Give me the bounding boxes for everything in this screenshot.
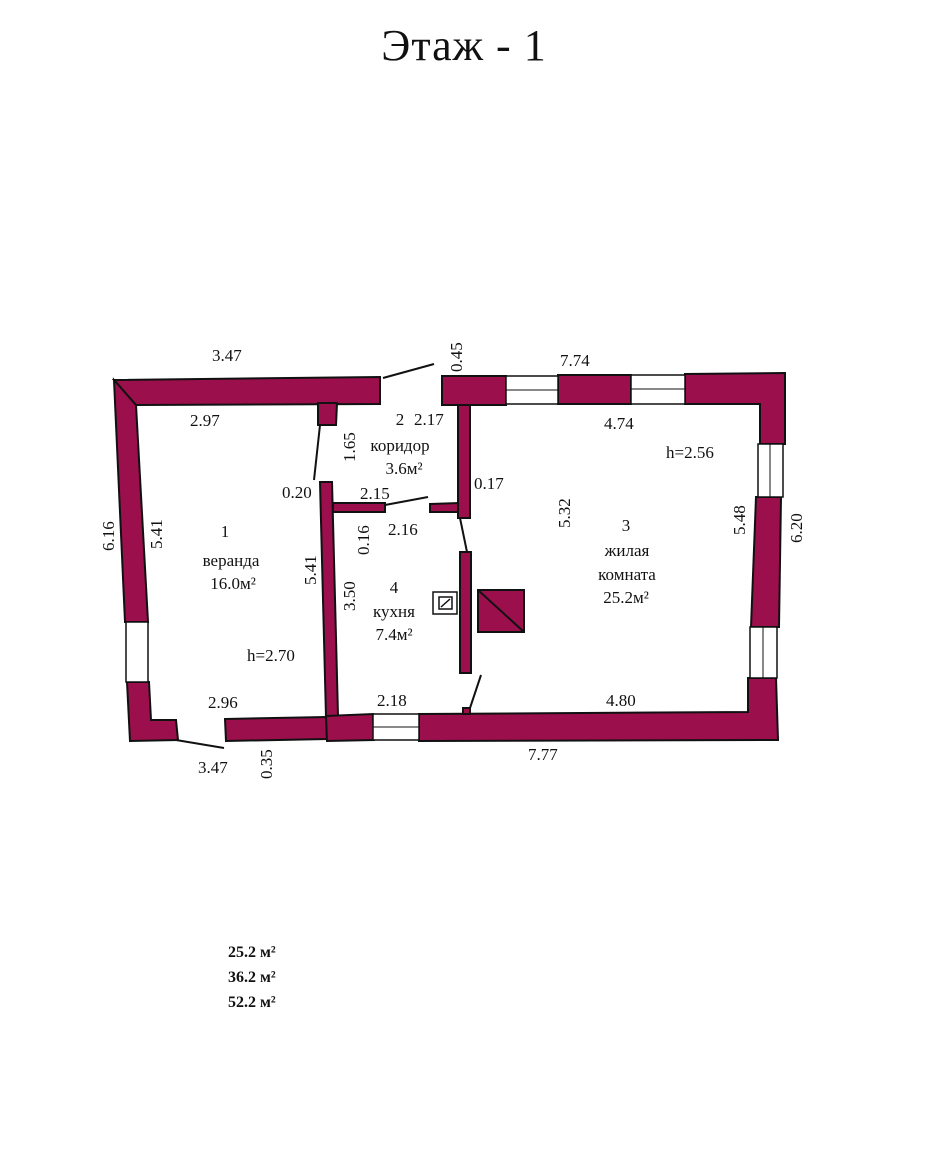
dim-veranda-top-inner: 2.97 [190,411,220,430]
dim-veranda-left-outer: 6.16 [99,521,118,551]
room2-name: коридор [370,436,429,455]
room2-number: 2 [396,410,405,429]
dim-veranda-right-inner: 5.41 [301,555,320,585]
wall-living-right-middle [749,496,783,628]
dim-kitchen-top: 2.16 [388,520,418,539]
wall-living-top-right [684,371,786,445]
wall-corridor-bottom-left [332,502,386,513]
wall-living-top-middle [557,374,632,405]
wall-veranda-left-lower [125,681,180,743]
dim-kitchen-bottom: 2.18 [377,691,407,710]
wall-veranda-right [318,481,340,719]
room1-area: 16.0м² [210,574,256,593]
windows [125,374,784,741]
wall-corridor-right [457,402,471,519]
wall-living-top-left [441,375,507,406]
door-kitchen-living [459,517,468,553]
wall-veranda-bottom [223,715,329,743]
door-kitchen-living-lower [469,674,482,709]
dim-living-bottom-outer: 7.77 [528,745,558,764]
dim-living-bottom-inner: 4.80 [606,691,636,710]
room3-name-line2: комната [598,565,656,584]
room1-name: веранда [203,551,260,570]
dim-living-right-inner: 5.48 [730,505,749,535]
dim-living-left-inner: 5.32 [555,498,574,528]
room-labels: 1 веранда 16.0м² h=2.70 2 коридор 3.6м² … [203,410,714,665]
wall-chimney-base [462,707,471,715]
dim-veranda-top-outer: 3.47 [212,346,242,365]
wall-corridor-left-stub [317,402,339,426]
wall-corridor-bottom-right [429,501,460,513]
wall-veranda-left-upper [112,377,150,623]
room1-height: h=2.70 [247,646,295,665]
window-veranda-left [125,621,149,683]
room4-area: 7.4м² [375,625,412,644]
dim-wall-020: 0.20 [282,483,312,502]
doors [175,363,482,749]
dim-living-right-outer: 6.20 [787,513,806,543]
door-veranda-corridor [313,424,321,481]
summary-line-3: 52.2 м² [228,994,276,1011]
dim-veranda-bottom-inner: 2.96 [208,693,238,712]
room4-name: кухня [373,602,415,621]
dim-door-045: 0.45 [447,342,466,372]
wall-kitchen-bottom-left [324,712,376,743]
dim-wall-016: 0.16 [354,525,373,555]
door-veranda-exit [175,739,225,749]
dim-corridor-height: 1.65 [340,432,359,462]
dim-living-top-outer: 7.74 [560,351,590,370]
room1-number: 1 [221,522,230,541]
dim-corridor-width: 2.15 [360,484,390,503]
wall-living-bottom [418,677,780,743]
wall-veranda-top [111,375,381,407]
dim-kitchen-height: 3.50 [340,581,359,611]
area-summary: 25.2 м² 36.2 м² 52.2 м² [228,940,276,1015]
room3-area: 25.2м² [603,588,649,607]
dim-wall-017: 0.17 [474,474,504,493]
dim-living-top-inner: 4.74 [604,414,634,433]
room3-number: 3 [622,516,631,535]
summary-line-2: 36.2 м² [228,969,276,986]
stove-and-oven [432,589,525,633]
summary-line-1: 25.2 м² [228,944,276,961]
dimension-labels: 3.47 2.97 6.16 5.41 5.41 2.96 3.47 0.35 … [99,342,806,779]
dim-wall-035: 0.35 [257,749,276,779]
room2-area: 3.6м² [385,459,422,478]
door-corridor-kitchen [384,496,429,506]
room4-number: 4 [390,578,399,597]
dim-veranda-left-inner: 5.41 [147,519,166,549]
room3-height: h=2.56 [666,443,714,462]
dim-veranda-bottom-outer: 3.47 [198,758,228,777]
floor-title: Этаж - 1 [381,21,547,70]
door-entrance [382,363,435,379]
dim-corridor-top: 2.17 [414,410,444,429]
wall-chimney [459,551,472,674]
walls [111,371,786,743]
room3-name-line1: жилая [604,541,650,560]
